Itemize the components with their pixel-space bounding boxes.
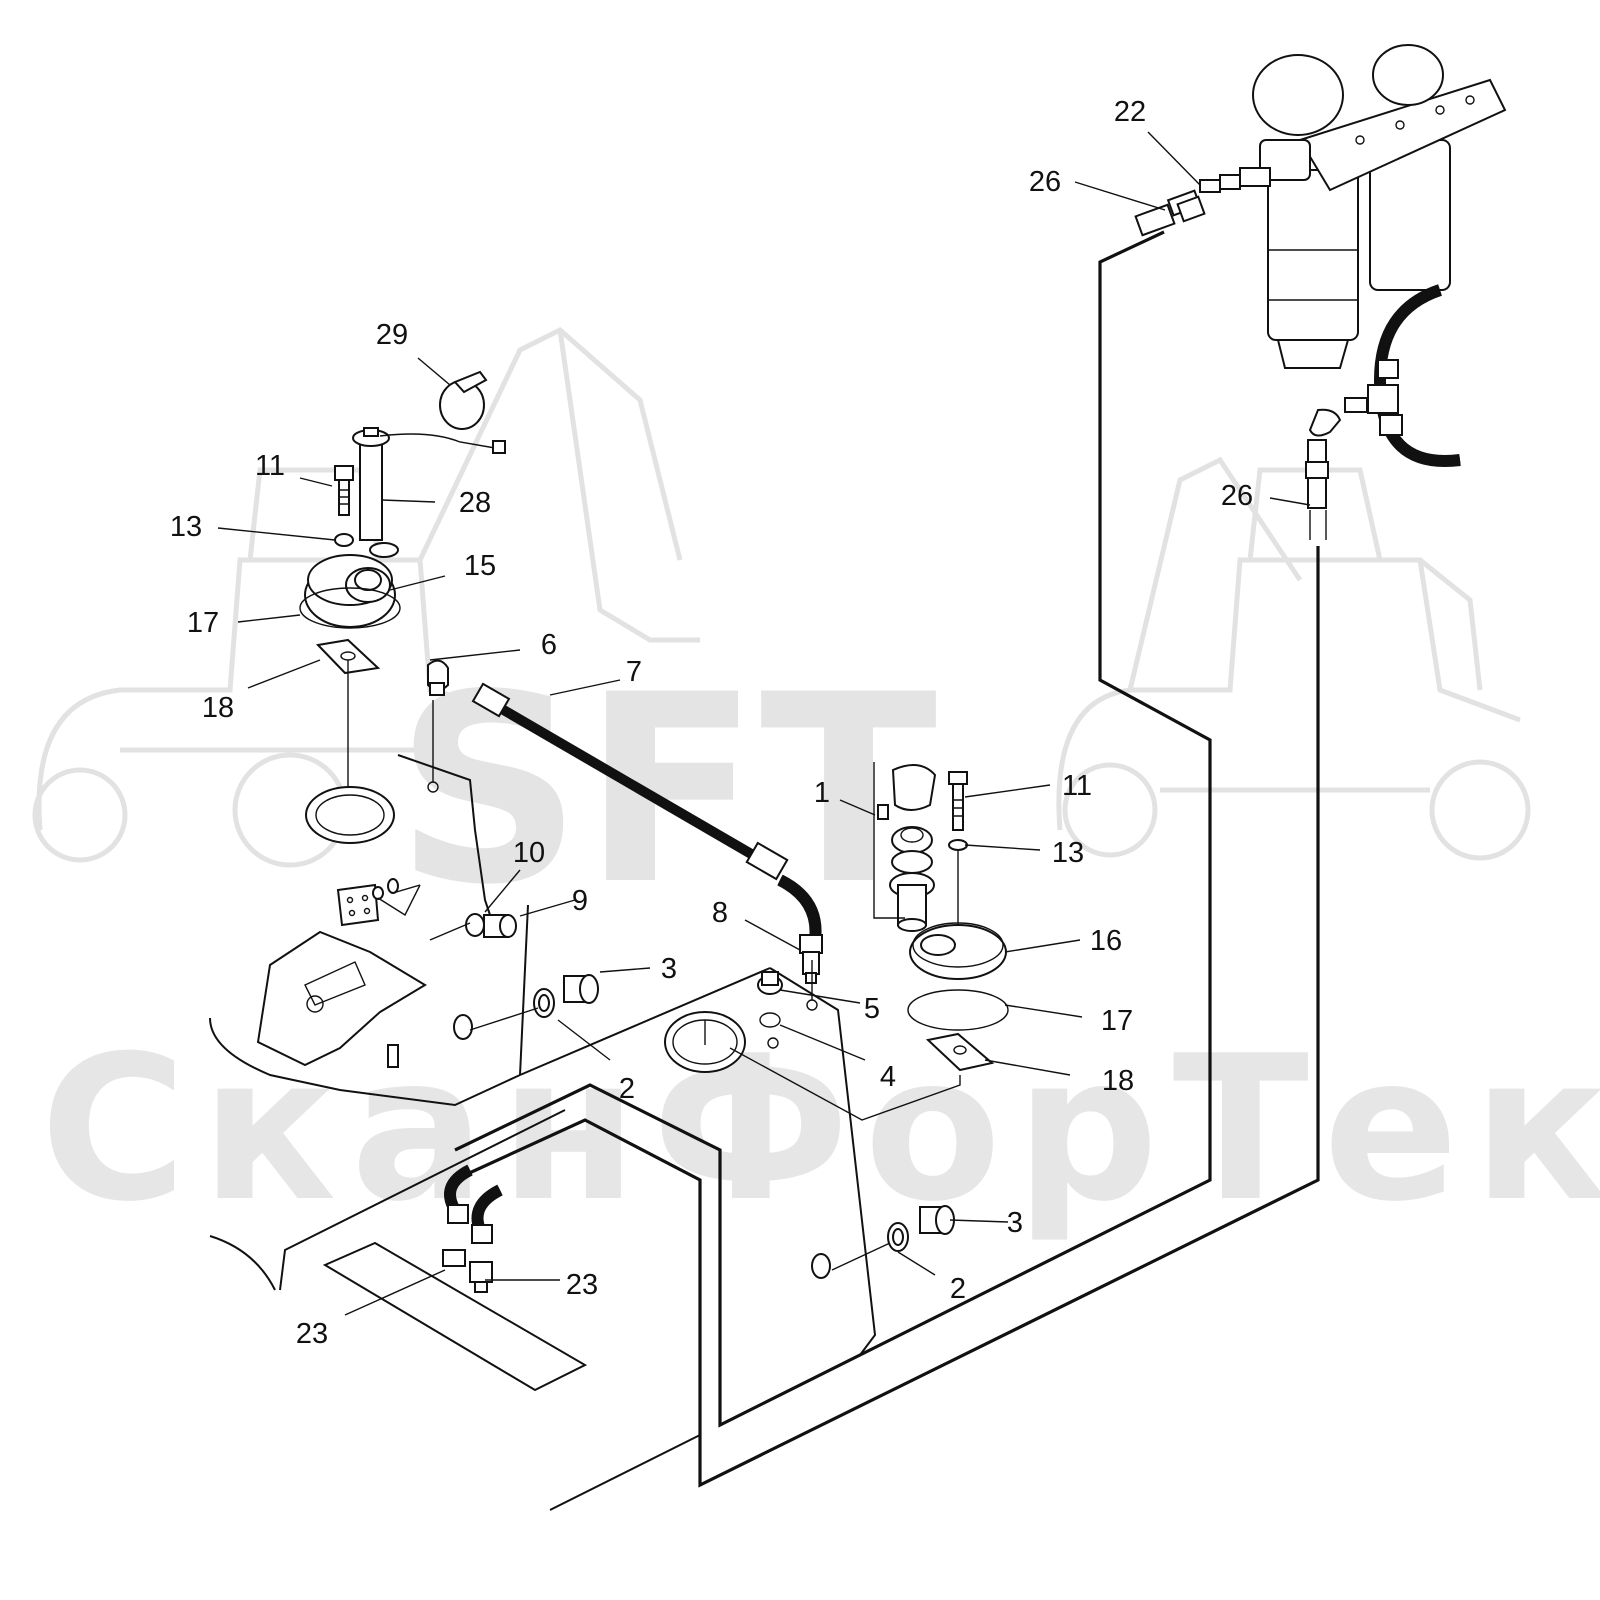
callout-1: 1 xyxy=(814,777,830,809)
callout-10: 10 xyxy=(513,837,545,869)
callout-29: 29 xyxy=(376,319,408,351)
callout-13-right: 13 xyxy=(1052,837,1084,869)
tank-opening-ring xyxy=(664,1011,961,1121)
fuel-tank-outline xyxy=(209,700,877,1511)
fuel-lines xyxy=(454,230,1320,1488)
callout-23-left: 23 xyxy=(296,1318,328,1350)
part-1-filler-cap xyxy=(873,762,937,932)
gasket-18 xyxy=(315,638,381,675)
leader-lines xyxy=(217,131,1311,1316)
callout-13-left: 13 xyxy=(170,511,202,543)
left-cap-assembly xyxy=(299,465,401,844)
callout-5: 5 xyxy=(864,993,880,1025)
callout-18-left: 18 xyxy=(202,692,234,724)
callout-2-upper: 2 xyxy=(619,1073,635,1105)
callout-2-lower: 2 xyxy=(950,1273,966,1305)
callout-28: 28 xyxy=(459,487,491,519)
callout-11-left: 11 xyxy=(255,450,285,482)
tank-port-hole xyxy=(453,1014,473,1040)
part-4-5-fitting xyxy=(757,960,818,1049)
callout-23-right: 23 xyxy=(566,1269,598,1301)
right-hose-tee xyxy=(1305,284,1461,540)
callout-4: 4 xyxy=(880,1061,896,1093)
callout-8: 8 xyxy=(712,897,728,929)
part-2-3-plug-lower xyxy=(831,1205,955,1271)
tank-port-hole xyxy=(811,1253,831,1279)
callout-15: 15 xyxy=(464,550,496,582)
callout-17-right: 17 xyxy=(1101,1005,1133,1037)
callout-3-lower: 3 xyxy=(1007,1207,1023,1239)
watermark-excavator-right-icon xyxy=(1056,456,1531,861)
part-2-3-plug-upper xyxy=(469,974,599,1031)
washer-13 xyxy=(334,533,354,547)
callout-9: 9 xyxy=(572,885,588,917)
right-cap-assembly xyxy=(907,771,1009,1072)
callout-26-upper: 26 xyxy=(1029,166,1061,198)
o-ring-17 xyxy=(299,587,401,629)
watermark-logo-text: SFT xyxy=(395,640,939,942)
part-23-fittings xyxy=(322,1164,588,1392)
part-9-10-fitting xyxy=(429,913,517,941)
watermark-excavator-left-icon xyxy=(32,327,700,868)
part-7-hose xyxy=(427,659,823,984)
callout-labels: 29 11 28 13 15 17 18 6 7 10 9 3 2 8 5 4 … xyxy=(170,96,1253,1350)
callout-3-upper: 3 xyxy=(661,953,677,985)
part-28-level-sender xyxy=(352,427,506,558)
fuel-filter-unit xyxy=(1134,44,1507,369)
callout-26-lower: 26 xyxy=(1221,480,1253,512)
callout-17-left: 17 xyxy=(187,607,219,639)
callout-18-right: 18 xyxy=(1102,1065,1134,1097)
part-29-hose-clip xyxy=(439,370,488,430)
callout-7: 7 xyxy=(626,656,642,688)
callout-11-right: 11 xyxy=(1062,770,1092,802)
callout-6: 6 xyxy=(541,629,557,661)
callout-22: 22 xyxy=(1114,96,1146,128)
watermark: SFT СканФорТек xyxy=(32,327,1600,1246)
callout-16: 16 xyxy=(1090,925,1122,957)
